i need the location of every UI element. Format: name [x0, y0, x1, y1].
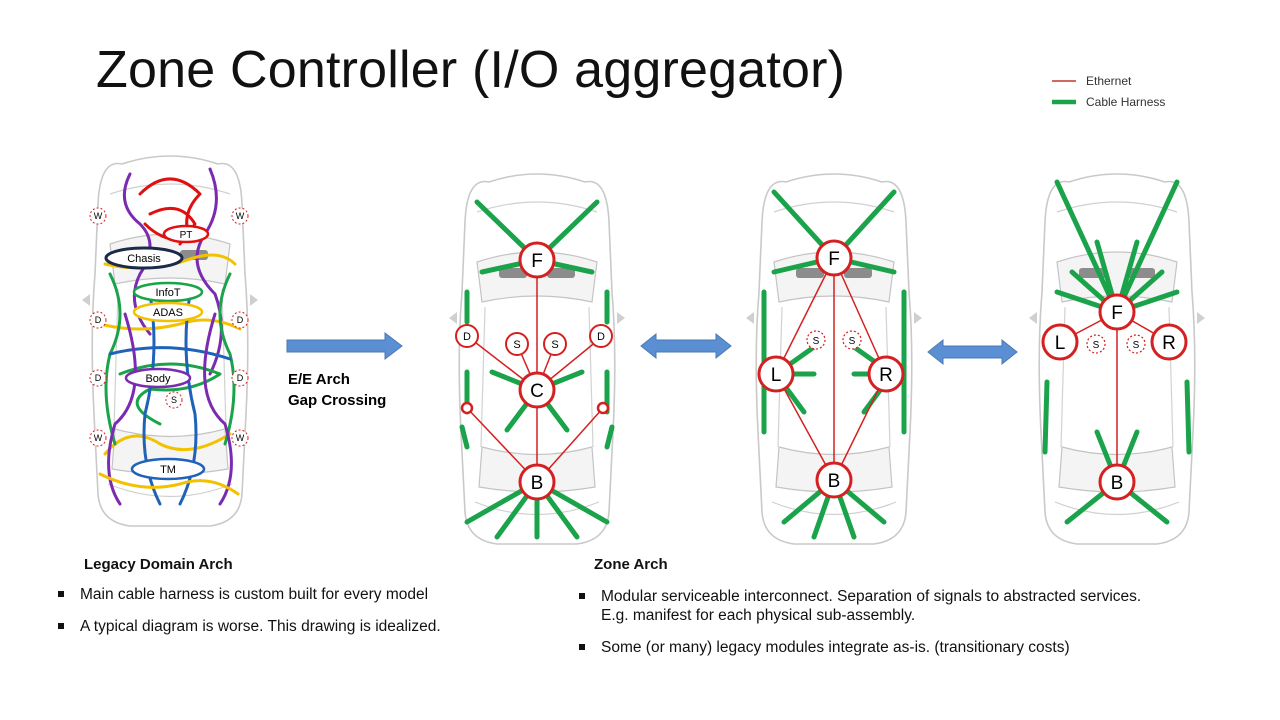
legacy-label-d-rl: D — [95, 373, 102, 383]
legacy-label-adas: ADAS — [153, 307, 183, 319]
zone-lr-node-l: L — [771, 365, 782, 386]
legacy-label-pt: PT — [180, 230, 193, 241]
central-node-small-left — [460, 401, 474, 415]
arrow-caption-line1: E/E Arch — [288, 371, 350, 388]
central-node-b: B — [531, 473, 544, 494]
central-node-s-left: S — [513, 339, 520, 351]
gap-crossing-arrow — [286, 331, 403, 361]
legacy-bullet: A typical diagram is worse. This drawing… — [56, 617, 536, 636]
legend-label-ethernet: Ethernet — [1086, 73, 1132, 88]
zone-bullet-list: Modular serviceable interconnect. Separa… — [577, 587, 1157, 670]
zone-front-node-l: L — [1055, 333, 1066, 354]
zone-front-node-r: R — [1162, 333, 1176, 354]
zone-bullet: Some (or many) legacy modules integrate … — [577, 638, 1157, 657]
zone-lr-node-s-left: S — [813, 336, 820, 347]
zone-lr-node-s-right: S — [849, 336, 856, 347]
zone-front-car: F L R B S S — [1028, 173, 1206, 545]
zone-front-node-s-right: S — [1133, 340, 1140, 351]
legacy-label-d-fr: D — [237, 315, 244, 325]
zone-lr-node-r: R — [879, 365, 893, 386]
legacy-node-chasis: Chasis — [104, 246, 184, 270]
legacy-label-w-rl: W — [94, 433, 103, 443]
central-node-d-right: D — [597, 331, 605, 343]
central-node-small-right — [596, 401, 610, 415]
zone-bullet: Modular serviceable interconnect. Separa… — [577, 587, 1157, 625]
legacy-label-d-rr: D — [237, 373, 244, 383]
legacy-section-heading: Legacy Domain Arch — [84, 556, 233, 573]
arrow-caption-line2: Gap Crossing — [288, 392, 386, 409]
central-arch-car: F C B S S D D — [448, 173, 626, 545]
architecture-diagram: PT Chasis InfoT ADAS Body TM W W — [81, 155, 1206, 545]
double-arrow-1 — [640, 332, 732, 360]
zone-front-node-s-left: S — [1093, 340, 1100, 351]
zone-lr-nodes: F L R B S S — [757, 239, 905, 499]
legend: Ethernet Cable Harness — [1052, 70, 1165, 112]
legacy-label-d-fl: D — [95, 315, 102, 325]
legacy-label-tm: TM — [160, 464, 176, 476]
legacy-bullet: Main cable harness is custom built for e… — [56, 585, 536, 604]
legacy-node-body: Body — [124, 367, 192, 389]
central-node-d-left: D — [463, 331, 471, 343]
legacy-node-tm: TM — [130, 457, 206, 481]
central-nodes: F C B S S D D — [455, 241, 613, 501]
central-node-f: F — [531, 251, 543, 272]
zone-front-nodes: F L R B S S — [1041, 293, 1188, 501]
legend-item-ethernet: Ethernet — [1052, 70, 1165, 91]
zone-section-heading: Zone Arch — [594, 556, 668, 573]
legacy-car: PT Chasis InfoT ADAS Body TM W W — [81, 155, 259, 527]
legacy-node-infot: InfoT — [132, 281, 204, 303]
zone-lr-node-f: F — [828, 249, 840, 270]
legacy-label-infot: InfoT — [155, 287, 180, 299]
central-node-s-right: S — [551, 339, 558, 351]
legacy-label-w-rr: W — [236, 433, 245, 443]
zone-lr-node-b: B — [828, 471, 841, 492]
zone-front-node-b: B — [1111, 473, 1124, 494]
legacy-label-w-fl: W — [94, 211, 103, 221]
legend-label-cable-harness: Cable Harness — [1086, 94, 1166, 109]
double-arrow-2 — [927, 338, 1018, 366]
legacy-label-chasis: Chasis — [127, 253, 161, 265]
legacy-node-adas: ADAS — [132, 301, 204, 323]
central-node-c: C — [530, 381, 544, 402]
legacy-node-pt: PT — [162, 224, 210, 244]
zone-lr-ethernet — [775, 257, 887, 481]
legacy-label-body: Body — [145, 373, 171, 385]
zone-lr-car: F L R B S S — [745, 173, 923, 545]
legacy-label-w-fr: W — [236, 211, 245, 221]
legacy-label-s: S — [171, 395, 177, 405]
legend-item-cable-harness: Cable Harness — [1052, 91, 1165, 112]
slide-title: Zone Controller (I/O aggregator) — [96, 41, 846, 99]
zone-front-node-f: F — [1111, 303, 1123, 324]
legacy-wheel-nodes: W W W W D D D D S — [89, 207, 249, 447]
legacy-bullet-list: Main cable harness is custom built for e… — [56, 585, 536, 649]
